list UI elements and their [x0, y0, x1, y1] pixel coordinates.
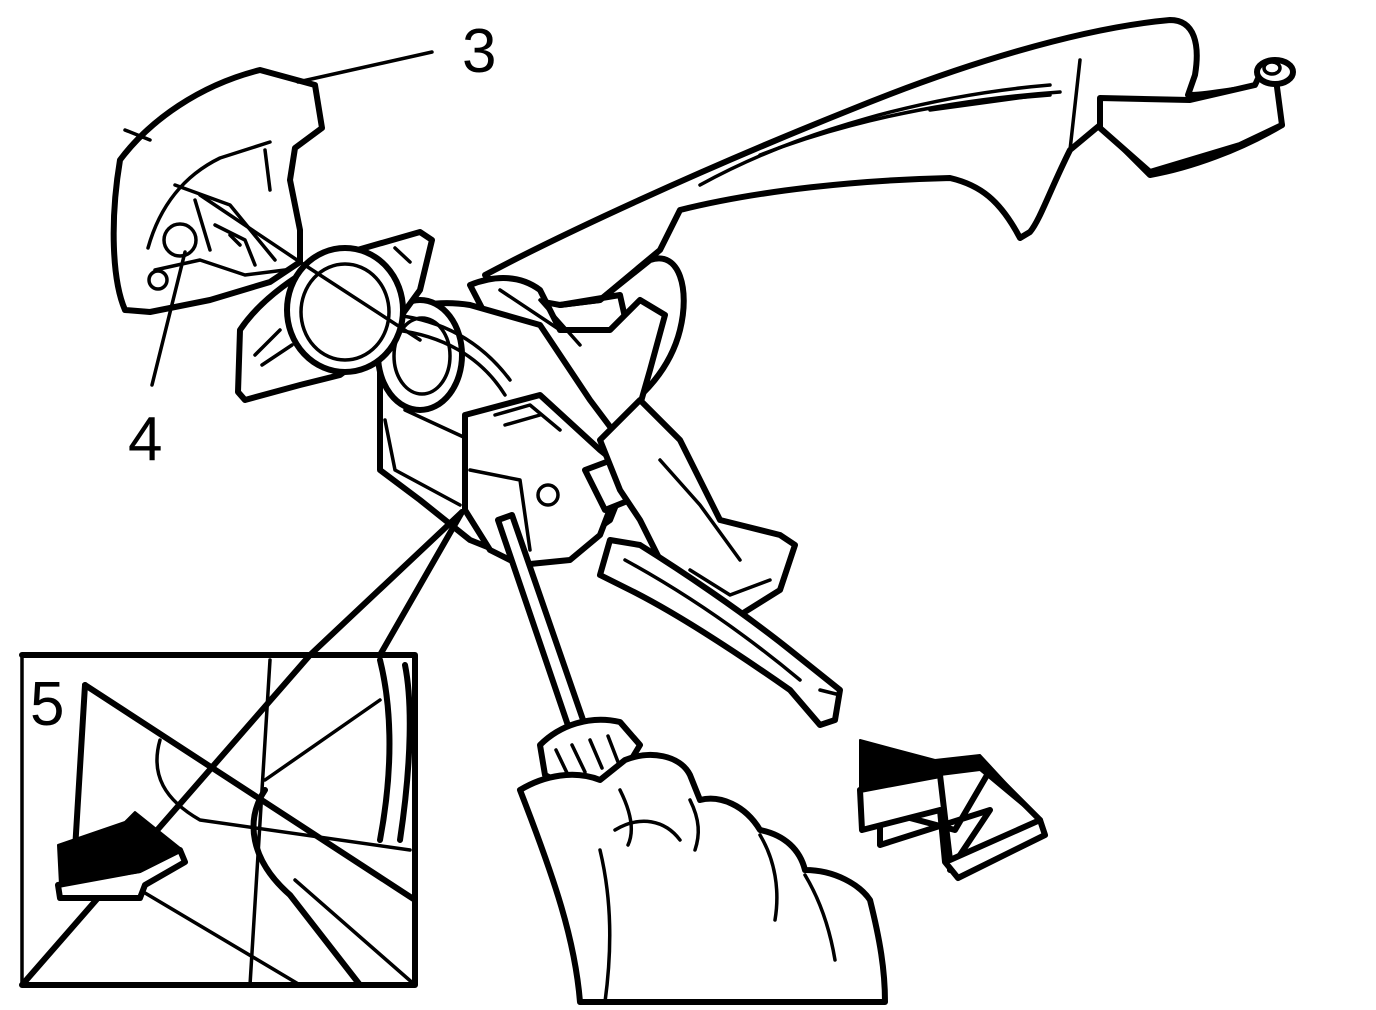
cover-cap-part-3 — [110, 67, 325, 315]
leader-line-3 — [296, 50, 434, 84]
gasket-part-4 — [235, 229, 435, 403]
alignment-axis-line — [198, 193, 422, 342]
callout-label-5: 5 — [30, 670, 64, 739]
leader-line-4 — [150, 250, 187, 387]
pull-direction-arrow-icon — [55, 811, 188, 901]
handle-lever-arm — [597, 397, 843, 728]
technician-hand — [517, 752, 888, 1005]
exterior-door-handle — [482, 17, 1296, 413]
callout-label-3: 3 — [462, 17, 496, 86]
callout-label-4: 4 — [128, 405, 162, 474]
detail-inset-box — [19, 509, 465, 988]
push-direction-arrow-icon — [857, 739, 1048, 881]
